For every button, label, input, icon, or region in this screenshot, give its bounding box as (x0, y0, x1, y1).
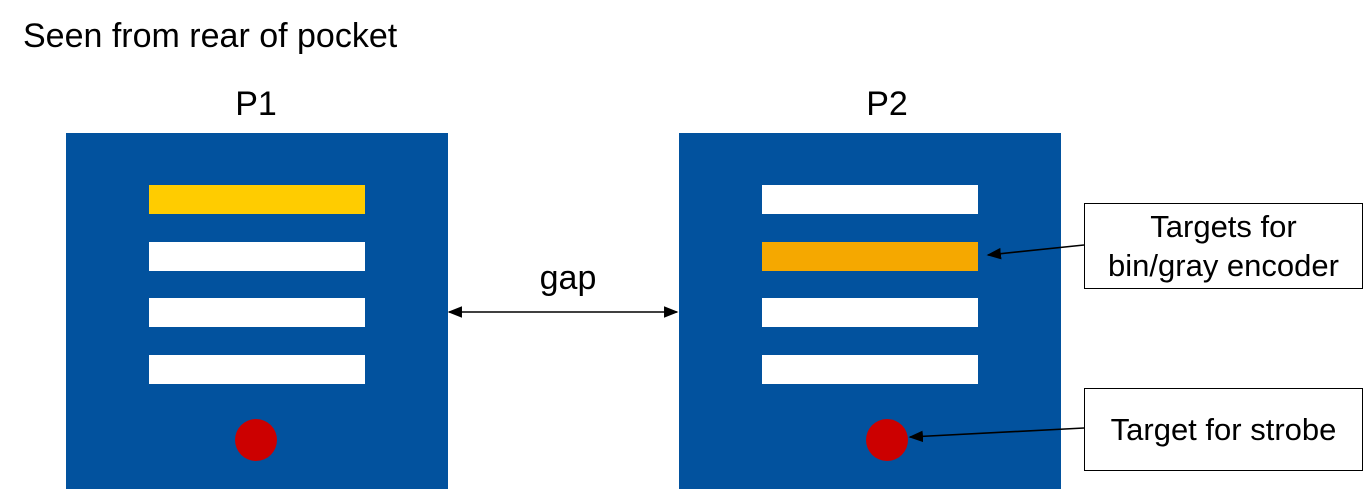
p2-bar-4 (762, 355, 978, 384)
callout-encoder-line1: Targets for (1150, 209, 1297, 244)
callout-strobe-text: Target for strobe (1110, 412, 1337, 447)
pocket-label-p2: P2 (866, 85, 908, 123)
callout-encoder-targets: Targets for bin/gray encoder (1084, 203, 1363, 289)
p1-bar-3 (149, 298, 365, 327)
p2-strobe-target (866, 419, 908, 461)
p1-bar-4 (149, 355, 365, 384)
gap-label: gap (539, 259, 597, 297)
p1-bar-2 (149, 242, 365, 271)
pocket-panel-p1 (66, 133, 448, 489)
callout-strobe-target: Target for strobe (1084, 388, 1363, 471)
diagram-title: Seen from rear of pocket (23, 17, 398, 55)
p2-bar-2 (762, 242, 978, 271)
pocket-label-p1: P1 (235, 85, 277, 123)
p2-bar-3 (762, 298, 978, 327)
p2-bar-1 (762, 185, 978, 214)
p1-strobe-target (235, 419, 277, 461)
callout-encoder-line2: bin/gray encoder (1108, 248, 1339, 283)
p1-bar-1 (149, 185, 365, 214)
pocket-panel-p2 (679, 133, 1061, 489)
